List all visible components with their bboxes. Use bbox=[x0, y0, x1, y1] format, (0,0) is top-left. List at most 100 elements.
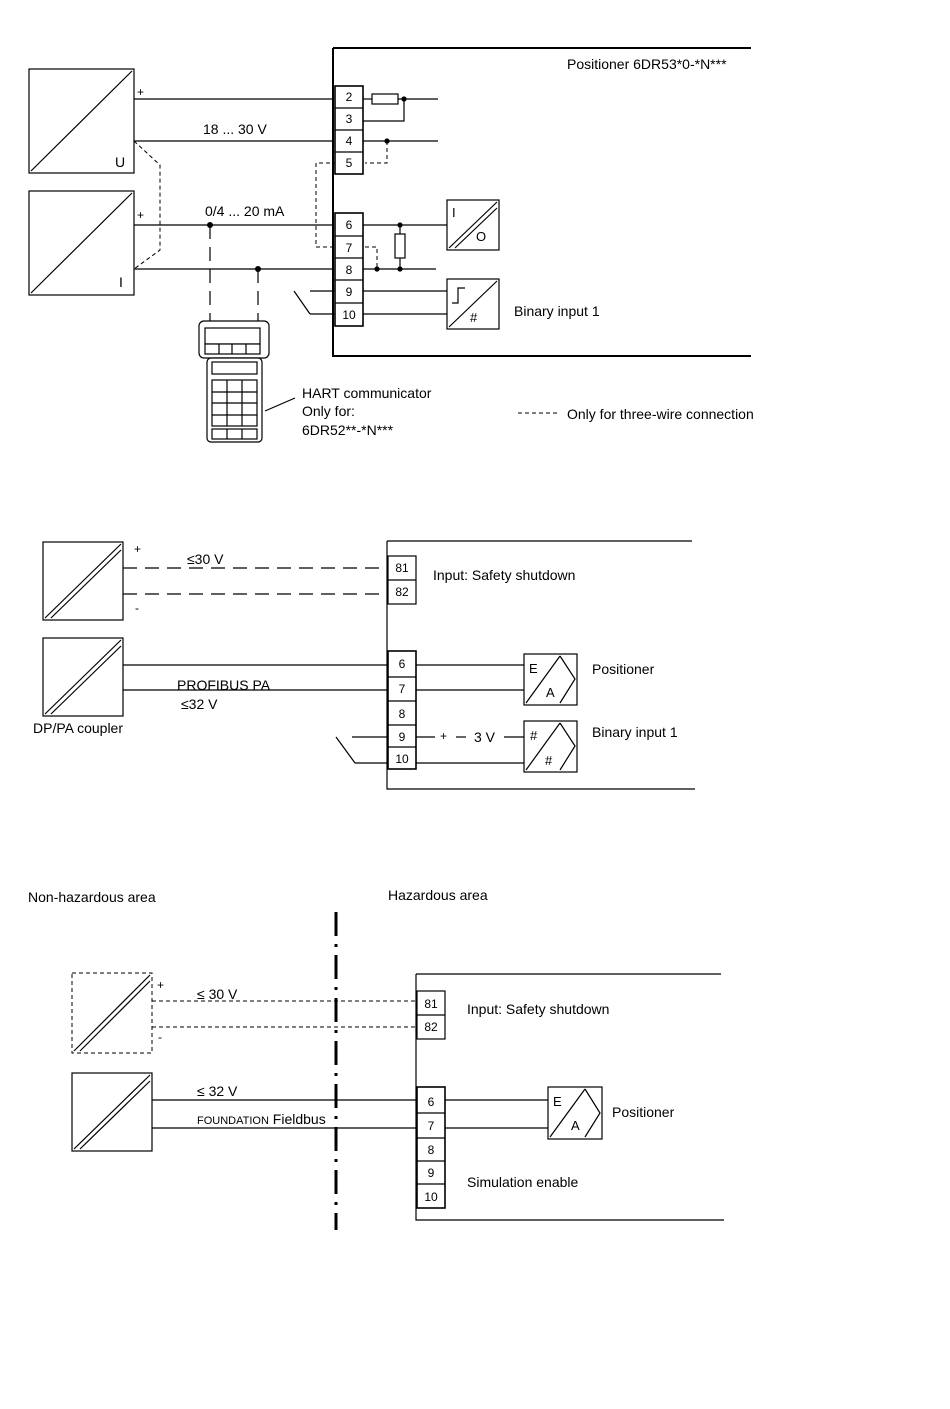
terminal-number: 6 bbox=[399, 657, 406, 671]
resistor bbox=[394, 233, 406, 259]
bus-name-label: PROFIBUS PA bbox=[177, 677, 271, 693]
converter-output-label: O bbox=[476, 229, 486, 244]
hart-label: HART communicator bbox=[302, 385, 432, 401]
resistor bbox=[371, 93, 399, 105]
terminal-number: 9 bbox=[399, 730, 406, 744]
chevron bbox=[559, 722, 576, 771]
three-wire-link bbox=[365, 141, 388, 164]
junction-dot bbox=[374, 266, 380, 272]
bus-name-label: Foundation Fieldbus bbox=[197, 1111, 326, 1127]
positioner-converter: E A bbox=[547, 1086, 603, 1140]
plus-sign: + bbox=[137, 85, 144, 99]
terminal-number: 7 bbox=[346, 241, 353, 255]
terminal-number: 5 bbox=[346, 156, 353, 170]
diagram-hart-positioner: Positioner 6DR53*0-*N*** U + I + 18 ... … bbox=[28, 47, 754, 443]
three-wire-link bbox=[365, 246, 378, 269]
current-to-output-converter: I O bbox=[446, 199, 500, 251]
terminal-number: 7 bbox=[428, 1119, 435, 1133]
terminal-number: 8 bbox=[399, 707, 406, 721]
binary-input-label: Binary input 1 bbox=[592, 724, 678, 740]
fieldbus-power-supply bbox=[71, 1072, 153, 1152]
switch-contact bbox=[335, 736, 356, 764]
terminal-number: 7 bbox=[399, 682, 406, 696]
positioner-title: Positioner 6DR53*0-*N*** bbox=[567, 56, 727, 72]
plus-sign: + bbox=[440, 729, 447, 743]
shutdown-label: Input: Safety shutdown bbox=[433, 567, 575, 583]
minus-sign: - bbox=[135, 601, 139, 615]
leader-line bbox=[264, 397, 296, 412]
converter-input-label: I bbox=[452, 205, 456, 220]
digital-symbol: A bbox=[546, 685, 555, 700]
shutdown-voltage-label: ≤ 30 V bbox=[197, 986, 238, 1002]
plus-sign: + bbox=[134, 542, 141, 556]
terminal-number: 6 bbox=[346, 218, 353, 232]
terminal-number: 9 bbox=[428, 1166, 435, 1180]
binary-input-converter: # bbox=[446, 278, 500, 330]
terminal-number: 81 bbox=[424, 997, 438, 1011]
terminal-number: 10 bbox=[342, 308, 356, 322]
terminal-number: 10 bbox=[395, 752, 409, 766]
three-wire-link bbox=[133, 140, 161, 270]
terminal-number: 82 bbox=[424, 1020, 438, 1034]
diagram-foundation-fieldbus: Non-hazardous area Hazardous area + - ≤ … bbox=[28, 887, 724, 1230]
step-symbol bbox=[452, 287, 465, 304]
current-signal-label: 0/4 ... 20 mA bbox=[205, 203, 285, 219]
coupler-label: DP/PA coupler bbox=[33, 720, 123, 736]
terminal-number: 8 bbox=[346, 263, 353, 277]
terminal-number: 6 bbox=[428, 1095, 435, 1109]
diagram-profibus-pa: + - ≤30 V 81 82 Input: Safety shutdown D… bbox=[33, 540, 695, 790]
shutdown-terminals: 81 82 bbox=[416, 990, 446, 1040]
supply-voltage-label: 18 ... 30 V bbox=[203, 121, 267, 137]
binary-input-converter: # # bbox=[523, 720, 578, 773]
switch-contact bbox=[293, 290, 311, 315]
terminal-block: 6 7 8 9 10 bbox=[416, 1086, 446, 1209]
chevron bbox=[584, 1088, 601, 1138]
terminal-number: 81 bbox=[395, 561, 409, 575]
voltage-source-label: U bbox=[115, 154, 125, 170]
minus-sign: - bbox=[158, 1030, 162, 1044]
positioner-housing bbox=[386, 540, 695, 790]
voltage-source: U + bbox=[28, 68, 144, 174]
terminal-number: 8 bbox=[428, 1143, 435, 1157]
terminal-block-upper: 2 3 4 5 bbox=[334, 85, 364, 175]
positioner-converter: E A bbox=[523, 653, 578, 706]
shutdown-source: + - bbox=[42, 541, 141, 621]
hart-model: 6DR52**-*N*** bbox=[302, 422, 394, 438]
shutdown-terminals: 81 82 bbox=[387, 555, 417, 605]
hart-only-for: Only for: bbox=[302, 403, 355, 419]
three-wire-link bbox=[315, 162, 351, 248]
plus-sign: + bbox=[137, 208, 144, 222]
terminal-number: 82 bbox=[395, 585, 409, 599]
binary-voltage-label: 3 V bbox=[474, 729, 496, 745]
terminal-block-lower: 6 7 8 9 10 bbox=[334, 212, 364, 327]
digital-symbol: A bbox=[571, 1118, 580, 1133]
terminal-number: 4 bbox=[346, 134, 353, 148]
current-source-label: I bbox=[119, 274, 123, 290]
junction-dot bbox=[384, 138, 390, 144]
analog-symbol: E bbox=[529, 661, 538, 676]
chevron bbox=[559, 655, 576, 704]
terminal-number: 3 bbox=[346, 112, 353, 126]
digital-symbol: # bbox=[530, 728, 538, 743]
terminal-number: 10 bbox=[424, 1190, 438, 1204]
positioner-housing bbox=[332, 47, 751, 357]
positioner-label: Positioner bbox=[592, 661, 655, 677]
shutdown-voltage-label: ≤30 V bbox=[187, 551, 224, 567]
hart-communicator bbox=[198, 320, 270, 443]
non-hazardous-area-label: Non-hazardous area bbox=[28, 889, 156, 905]
terminal-number: 9 bbox=[346, 285, 353, 299]
dp-pa-coupler bbox=[42, 637, 124, 717]
junction-dot bbox=[397, 266, 403, 272]
shutdown-source: + - bbox=[71, 972, 164, 1054]
plus-sign: + bbox=[157, 978, 164, 992]
bus-voltage-label: ≤32 V bbox=[181, 696, 218, 712]
shutdown-label: Input: Safety shutdown bbox=[467, 1001, 609, 1017]
analog-symbol: E bbox=[553, 1094, 562, 1109]
bus-voltage-label: ≤ 32 V bbox=[197, 1083, 238, 1099]
digital-symbol: # bbox=[545, 753, 553, 768]
positioner-housing bbox=[415, 973, 724, 1221]
binary-input-label: Binary input 1 bbox=[514, 303, 600, 319]
positioner-label: Positioner bbox=[612, 1104, 675, 1120]
legend-three-wire: Only for three-wire connection bbox=[567, 406, 754, 422]
